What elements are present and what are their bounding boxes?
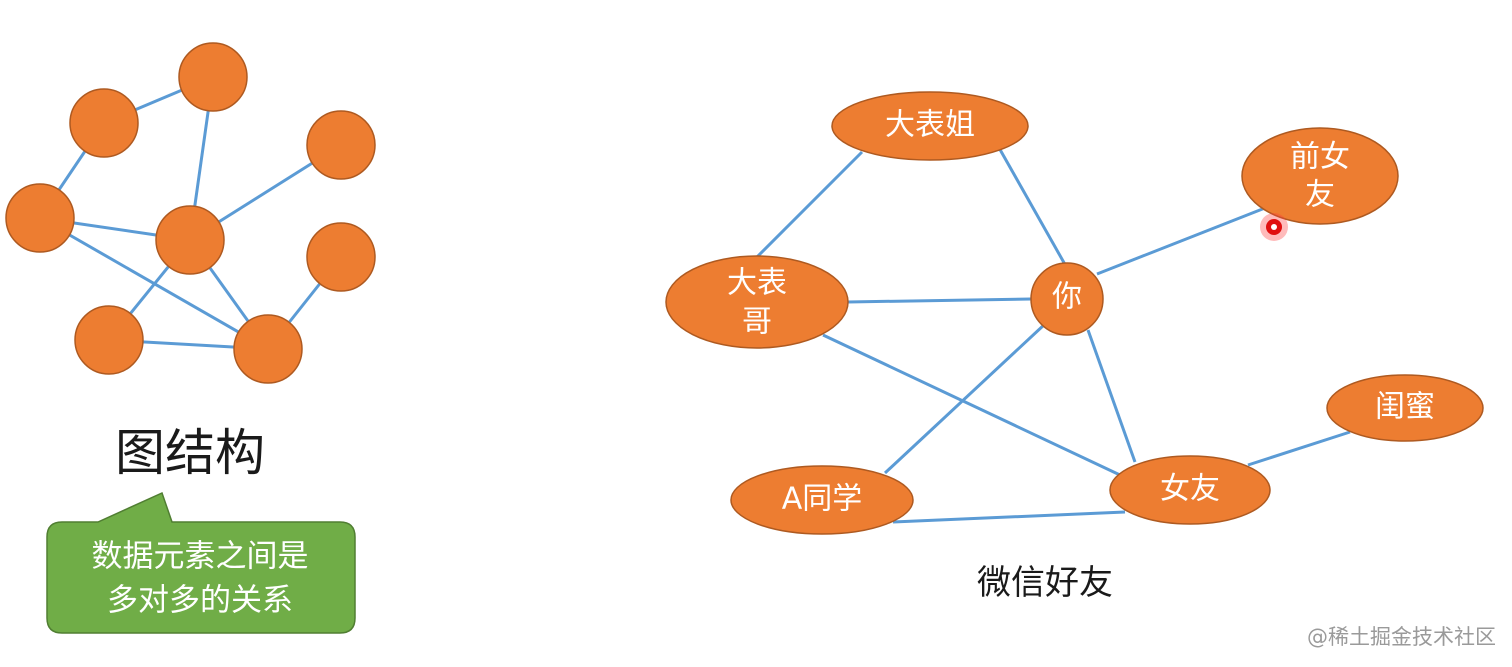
edge-biaoge-nvyou — [822, 333, 1121, 477]
node-nvyou-shape — [1109, 455, 1271, 525]
graph-structure-diagram: 图结构 数据元素之间是 多对多的关系 — [5, 42, 376, 634]
node-biaojie-label: 大表姐 — [885, 108, 975, 143]
wechat-friends-caption: 微信好友 — [977, 563, 1113, 603]
graph-node — [306, 110, 376, 180]
graph-node — [5, 183, 75, 253]
graph-node — [306, 222, 376, 292]
node-biaoge-shape — [665, 255, 849, 349]
graph-node — [233, 314, 303, 384]
node-biaoge-label-line-1: 大表 — [727, 266, 787, 301]
node-biaojie: 大表姐 — [831, 91, 1029, 161]
node-qiannvyou-label-line-1: 前女 — [1290, 140, 1350, 175]
node-guimi: 闺蜜 — [1326, 374, 1484, 442]
node-ni: 你 — [1030, 262, 1104, 336]
node-qiannvyou-shape — [1241, 127, 1399, 225]
cursor-highlight — [1260, 213, 1288, 241]
node-biaoge-label-line-2: 哥 — [742, 305, 772, 340]
node-guimi-label: 闺蜜 — [1375, 390, 1435, 425]
node-atongxue-label: A同学 — [782, 482, 863, 517]
graph-nodes — [5, 42, 376, 384]
edge-nvyou-guimi — [1247, 430, 1351, 467]
wechat-friends-diagram: 大表姐 前女 友 大表 哥 你 闺蜜 女友 A同学 微信好友 — [665, 91, 1484, 603]
node-nvyou: 女友 — [1109, 455, 1271, 525]
friends-edges — [755, 145, 1351, 524]
node-guimi-shape — [1326, 374, 1484, 442]
node-ni-label: 你 — [1052, 280, 1082, 315]
node-qiannvyou: 前女 友 — [1241, 127, 1399, 225]
graph-node — [69, 88, 139, 158]
callout-text-line-1: 数据元素之间是 — [92, 539, 309, 575]
edge-ni-qiannvyou — [1096, 206, 1266, 276]
edge-ni-atongxue — [883, 322, 1047, 475]
node-ni-shape — [1030, 262, 1104, 336]
edge-ni-nvyou — [1086, 329, 1137, 463]
edge-atongxue-nvyou — [892, 510, 1126, 524]
edge-biaojie-ni — [996, 145, 1069, 269]
node-atongxue-shape — [730, 465, 914, 535]
callout-text-line-2: 多对多的关系 — [107, 583, 293, 619]
node-biaoge: 大表 哥 — [665, 255, 849, 349]
node-qiannvyou-label-line-2: 友 — [1305, 178, 1335, 213]
node-nvyou-label: 女友 — [1160, 472, 1220, 507]
callout-shape — [46, 491, 356, 634]
edge-biaoge-ni — [847, 297, 1032, 304]
graph-structure-caption: 图结构 — [115, 424, 265, 482]
node-biaojie-shape — [831, 91, 1029, 161]
graph-node — [74, 305, 144, 375]
graph-node — [178, 42, 248, 112]
graph-node — [155, 205, 225, 275]
callout-bubble: 数据元素之间是 多对多的关系 — [46, 491, 356, 634]
edge-biaojie-biaoge — [755, 150, 864, 259]
node-atongxue: A同学 — [730, 465, 914, 535]
watermark-text: @稀土掘金技术社区 — [1307, 625, 1496, 649]
